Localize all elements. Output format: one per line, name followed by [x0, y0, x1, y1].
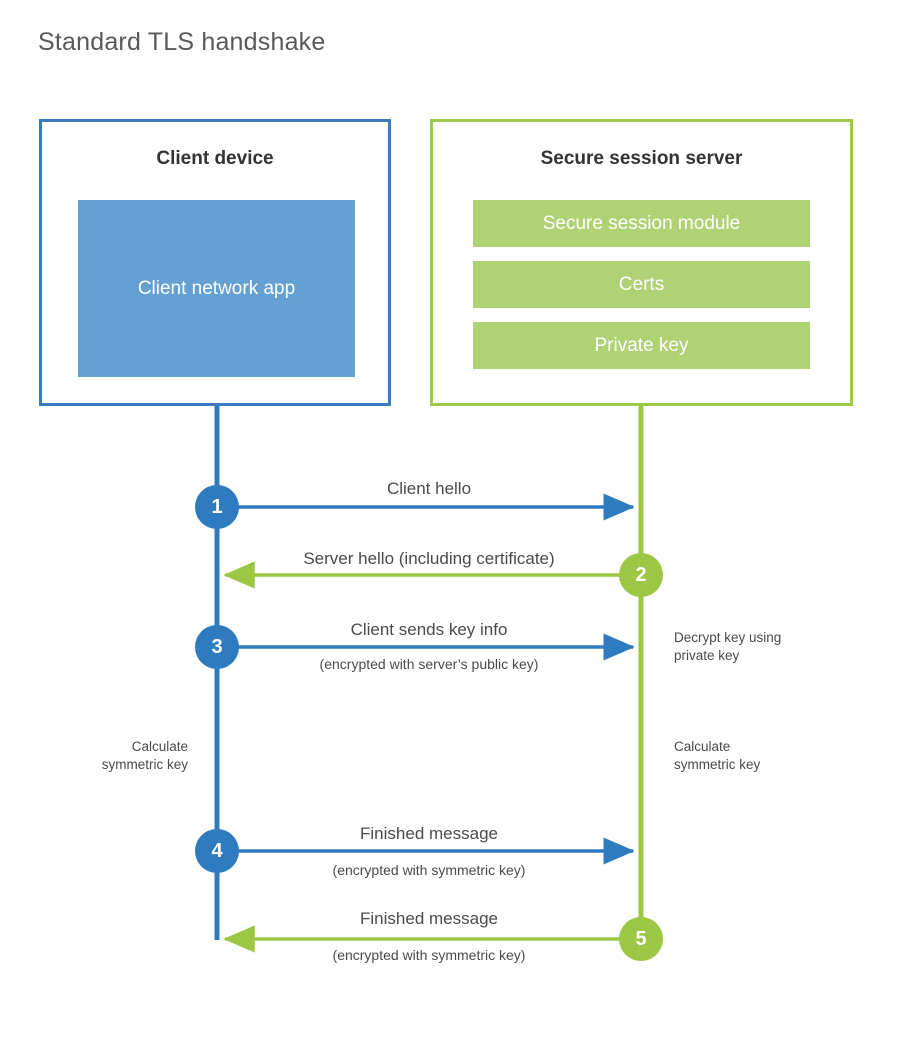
client-network-app-block: Client network app	[78, 200, 355, 377]
page-title: Standard TLS handshake	[38, 28, 326, 56]
note-server-calculate-symmetric-key: Calculate symmetric key	[674, 739, 761, 772]
note-decrypt-key: Decrypt key using private key	[674, 630, 782, 663]
message-label-5: Finished message	[360, 909, 498, 928]
message-label-3: Client sends key info	[350, 620, 508, 639]
message-sublabel-5: (encrypted with symmetric key)	[332, 947, 526, 963]
server-bar-certs: Certs	[473, 261, 810, 308]
message-sublabel-3: (encrypted with server’s public key)	[319, 656, 539, 672]
server-component-list: Secure session module Certs Private key	[473, 200, 810, 383]
client-device-title: Client device	[156, 148, 274, 169]
message-label-2: Server hello (including certificate)	[303, 549, 555, 568]
step-marker-4[interactable]: 4	[195, 829, 239, 873]
secure-session-server-title: Secure session server	[540, 148, 743, 169]
step-marker-3[interactable]: 3	[195, 625, 239, 669]
step-marker-1[interactable]: 1	[195, 485, 239, 529]
step-marker-5[interactable]: 5	[619, 917, 663, 961]
step-marker-2[interactable]: 2	[619, 553, 663, 597]
server-bar-secure-session-module: Secure session module	[473, 200, 810, 247]
secure-session-server-box: Secure session server Secure session mod…	[430, 119, 853, 406]
message-label-1: Client hello	[386, 479, 472, 498]
message-label-4: Finished message	[360, 824, 498, 843]
server-bar-private-key: Private key	[473, 322, 810, 369]
message-sublabel-4: (encrypted with symmetric key)	[332, 862, 526, 878]
note-client-calculate-symmetric-key: Calculate symmetric key	[101, 739, 188, 772]
client-device-box: Client device Client network app	[39, 119, 391, 406]
